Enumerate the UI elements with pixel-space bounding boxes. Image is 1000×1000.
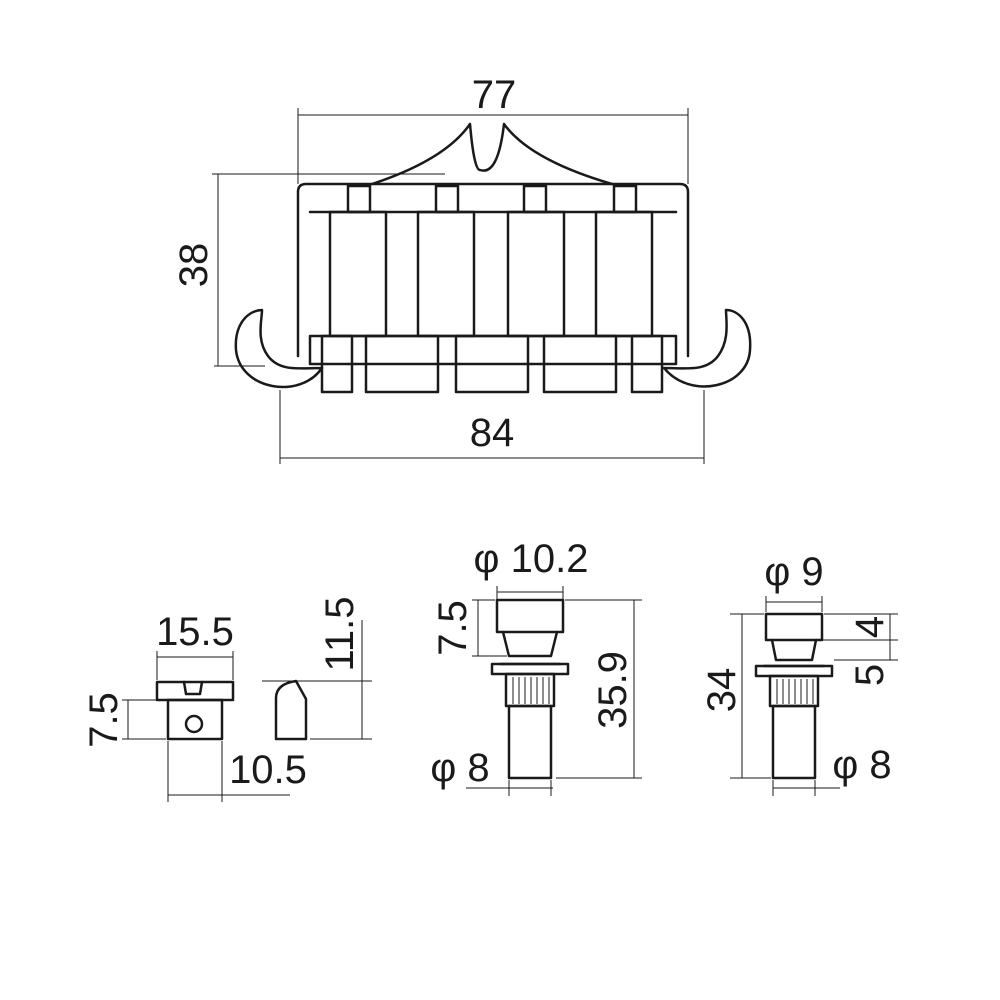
tailpiece-string-holder bbox=[594, 210, 654, 338]
tailpiece-block bbox=[454, 334, 530, 394]
dim-10-5: 10.5 bbox=[229, 748, 307, 792]
stud-a-drawing bbox=[490, 598, 570, 780]
tailpiece-right-hook bbox=[662, 308, 752, 388]
dim-7-5-saddle: 7.5 bbox=[82, 692, 126, 748]
stud-b-flange bbox=[754, 664, 834, 678]
saddle-slot bbox=[182, 680, 204, 696]
dim-phi-8-b: φ 8 bbox=[832, 743, 891, 787]
stud-b-knurl-lines bbox=[776, 679, 814, 704]
dim-34: 34 bbox=[700, 668, 744, 713]
dim-15-5: 15.5 bbox=[156, 610, 234, 654]
saddle-side-view bbox=[274, 679, 308, 741]
saddle-top bbox=[155, 680, 235, 702]
stud-b-shaft bbox=[771, 704, 817, 780]
stud-b-head bbox=[764, 612, 824, 642]
tailpiece-left-hook bbox=[234, 308, 324, 389]
saddle-screw-hole bbox=[184, 714, 204, 734]
tailpiece-string-holder bbox=[328, 210, 388, 338]
dim-4: 4 bbox=[848, 616, 892, 638]
dim-5: 5 bbox=[848, 664, 892, 686]
stud-a-knurl-lines bbox=[512, 677, 550, 704]
tailpiece-dimension-lines bbox=[212, 108, 705, 464]
stud-a-neck bbox=[501, 630, 559, 658]
saddle-drawing bbox=[155, 679, 308, 741]
dim-38: 38 bbox=[172, 243, 216, 288]
tailpiece-frame bbox=[296, 182, 690, 358]
stud-b-neck bbox=[770, 638, 818, 662]
tailpiece-peak bbox=[370, 122, 614, 186]
stud-a-head bbox=[495, 598, 565, 634]
stud-a-dimension-lines bbox=[466, 586, 642, 796]
dim-phi-10-2: φ 10.2 bbox=[474, 537, 589, 581]
tailpiece-string-holder bbox=[506, 210, 566, 338]
dim-35-9: 35.9 bbox=[591, 651, 635, 729]
dim-84: 84 bbox=[470, 411, 515, 455]
tailpiece-block bbox=[630, 334, 664, 394]
tailpiece-drawing bbox=[234, 122, 752, 394]
tailpiece-block bbox=[320, 334, 354, 394]
tailpiece-string-holder bbox=[416, 210, 476, 338]
stud-a-flange bbox=[490, 662, 570, 676]
stud-b-drawing bbox=[754, 612, 834, 780]
tailpiece-block bbox=[542, 334, 618, 394]
stud-b-dimension-lines bbox=[730, 596, 898, 796]
tailpiece-post bbox=[522, 184, 548, 214]
tailpiece-block bbox=[364, 334, 440, 394]
dim-77: 77 bbox=[472, 73, 517, 117]
tailpiece-post bbox=[612, 184, 638, 214]
dim-phi-8-a: φ 8 bbox=[430, 746, 489, 790]
dim-7-5-stud: 7.5 bbox=[431, 600, 475, 656]
stud-a-shaft bbox=[507, 704, 553, 780]
saddle-body bbox=[166, 698, 224, 741]
tailpiece-post bbox=[434, 184, 460, 214]
dim-11-5: 11.5 bbox=[318, 597, 362, 672]
saddle-dimension-lines bbox=[122, 620, 372, 802]
tailpiece-post bbox=[346, 184, 372, 214]
dim-phi-9: φ 9 bbox=[764, 550, 823, 594]
